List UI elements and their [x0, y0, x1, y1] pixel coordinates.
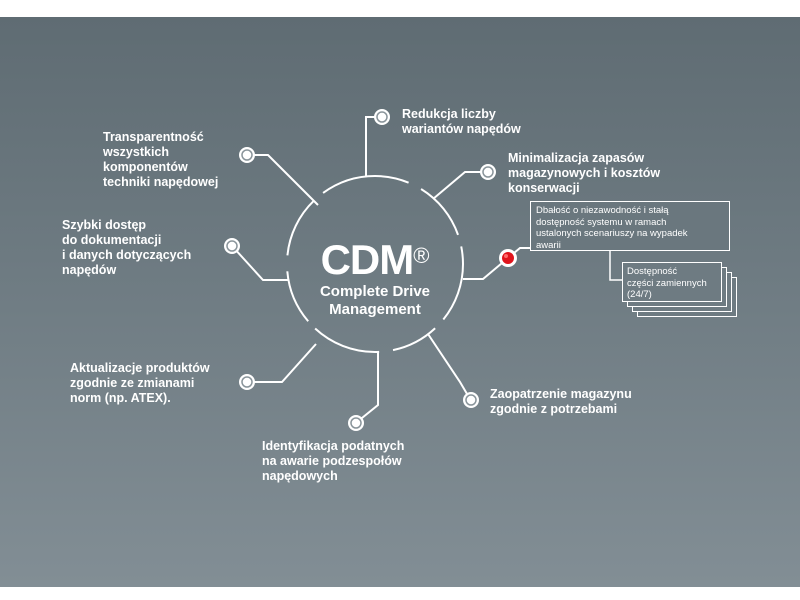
label-szybki-dostep: Szybki dostęp do dokumentacji i danych d…: [62, 218, 192, 277]
connector-transparentnosc: [248, 154, 319, 206]
node-marker-minimalizacja[interactable]: [480, 164, 496, 180]
label-transparentnosc: Transparentność wszystkich komponentów t…: [103, 130, 219, 189]
connector-redukcja: [365, 116, 381, 177]
node-marker-zaopatrzenie[interactable]: [463, 392, 479, 408]
node-marker-transparentnosc[interactable]: [239, 147, 255, 163]
node-marker-highlight[interactable]: [499, 249, 517, 267]
connector-aktualizacje: [248, 343, 317, 383]
node-marker-aktualizacje[interactable]: [239, 374, 255, 390]
registered-mark: ®: [413, 243, 430, 268]
node-marker-redukcja[interactable]: [374, 109, 390, 125]
label-minimalizacja: Minimalizacja zapasów magazynowych i kos…: [508, 151, 661, 195]
center-ring: [286, 175, 464, 353]
connector-minimalizacja: [432, 171, 487, 200]
connector-identyfikacja: [356, 352, 379, 423]
stack-front-sheet: Dostępność części zamiennych (24/7): [622, 262, 722, 302]
label-identyfikacja: Identyfikacja podatnych na awarie podzes…: [262, 439, 405, 483]
node-marker-identyfikacja[interactable]: [348, 415, 364, 431]
connector-szybki-dostep: [232, 246, 288, 281]
center-title: CDM®: [320, 236, 430, 283]
connector-zaopatrzenie: [427, 333, 471, 400]
connector-lines: [224, 109, 622, 431]
callout-box: Dbałość o niezawodność i stałą dostępnoś…: [530, 201, 730, 251]
callout-stack: Dostępność części zamiennych (24/7): [622, 262, 737, 317]
label-redukcja: Redukcja liczby wariantów napędów: [402, 107, 521, 136]
connector-highlight: [463, 257, 509, 280]
center-subtitle: Complete Drive Management: [319, 283, 431, 318]
label-aktualizacje: Aktualizacje produktów zgodnie ze zmiana…: [70, 361, 210, 405]
cdm-diagram: CDM® Complete Drive Management Redukcja …: [0, 17, 800, 587]
node-marker-szybki-dostep[interactable]: [224, 238, 240, 254]
label-zaopatrzenie: Zaopatrzenie magazynu zgodnie z potrzeba…: [490, 387, 632, 416]
